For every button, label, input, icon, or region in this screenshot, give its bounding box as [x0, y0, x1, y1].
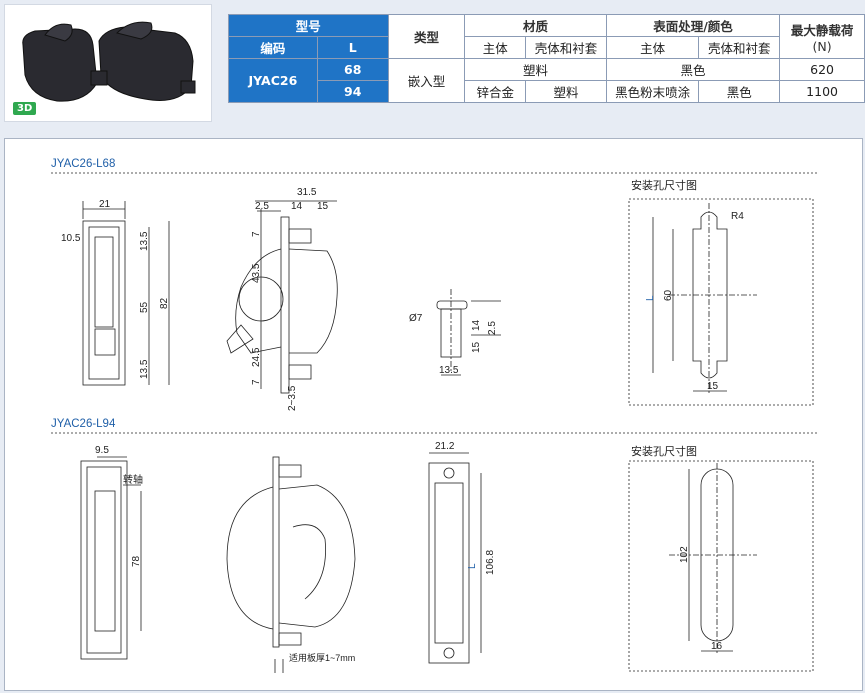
dim-phi7: Ø7 — [409, 313, 423, 324]
dim-hole-60: 60 — [663, 289, 674, 301]
finish-main-94: 黑色粉末喷涂 — [605, 80, 700, 103]
header-model: 型号 — [228, 14, 389, 37]
dim-hole-15: 15 — [707, 381, 719, 392]
dim-24-5: 24.5 — [251, 347, 262, 367]
dim-hole-L: L — [645, 295, 656, 301]
mat-68: 塑料 — [464, 58, 607, 81]
hole-title-2: 安装孔尺寸图 — [631, 444, 697, 458]
dim-7-top: 7 — [251, 231, 262, 237]
product-photo: 3D — [4, 4, 212, 122]
header-type: 类型 — [387, 14, 466, 59]
dim-15: 15 — [317, 201, 329, 212]
dim-78: 78 — [131, 555, 142, 567]
label-shaft: 转轴 — [123, 473, 143, 486]
code-cell: JYAC26 — [228, 58, 318, 103]
dim-7-bottom: 7 — [251, 379, 262, 385]
technical-drawing: JYAC26-L68 JYAC26-L94 安装孔尺寸图 安装孔尺寸图 21 1… — [4, 138, 863, 691]
spec-table: 型号 类型 材质 表面处理/颜色 最大静载荷 (N) 编码 L 主体 壳体和衬套… — [228, 14, 865, 103]
dim-hole-r4: R4 — [731, 211, 744, 222]
dim-21-2: 21.2 — [435, 441, 455, 452]
header-shell: 壳体和衬套 — [525, 36, 607, 59]
dim-13-5-bolt: 13.5 — [439, 365, 459, 376]
header-L: L — [316, 36, 389, 59]
L-94: 94 — [316, 80, 389, 103]
mat-main-94: 锌合金 — [464, 80, 527, 103]
header-load: 最大静载荷 (N) — [779, 14, 865, 59]
L-68: 68 — [316, 58, 389, 81]
header-load-label: 最大静载荷 — [790, 22, 854, 38]
dim-31-5: 31.5 — [297, 187, 317, 198]
header-main: 主体 — [464, 36, 527, 59]
dim-43-5: 43.5 — [251, 263, 262, 283]
dim-2-3-5: 2~3.5 — [287, 385, 298, 411]
header-load-unit: (N) — [812, 38, 832, 54]
header-code: 编码 — [228, 36, 318, 59]
header-shell-2: 壳体和衬套 — [698, 36, 781, 59]
dim-106-8: 106.8 — [485, 550, 496, 575]
dim-2-5-bolt: 2.5 — [487, 321, 498, 335]
dim-82: 82 — [159, 297, 170, 309]
load-94: 1100 — [779, 80, 865, 103]
mat-shell-94: 塑料 — [525, 80, 607, 103]
label-plate-thickness: 适用板厚1~7mm — [289, 652, 355, 663]
section-title-l94: JYAC26-L94 — [51, 418, 116, 430]
hole-title-1: 安装孔尺寸图 — [631, 178, 697, 192]
dim-hole-16: 16 — [711, 641, 723, 652]
dim-13-5-top: 13.5 — [139, 231, 150, 251]
section-title-l68: JYAC26-L68 — [51, 158, 115, 170]
finish-68: 黑色 — [605, 58, 781, 81]
dim-15-bolt: 15 — [471, 341, 482, 353]
header-main-2: 主体 — [605, 36, 700, 59]
header-finish: 表面处理/颜色 — [605, 14, 781, 37]
dim-14: 14 — [291, 201, 303, 212]
handle-3d-render — [22, 21, 196, 102]
dim-top-L: L — [467, 563, 478, 569]
header-material: 材质 — [464, 14, 607, 37]
dim-9-5: 9.5 — [95, 445, 109, 456]
dim-hole-102: 102 — [679, 546, 690, 563]
type-cell: 嵌入型 — [387, 58, 466, 103]
dim-55: 55 — [139, 301, 150, 313]
drawing-canvas: JYAC26-L68 JYAC26-L94 安装孔尺寸图 安装孔尺寸图 21 1… — [51, 158, 817, 673]
dim-2-5: 2.5 — [255, 201, 269, 212]
load-68: 620 — [779, 58, 865, 81]
badge-3d: 3D — [13, 102, 37, 115]
dim-14-bolt: 14 — [471, 319, 482, 331]
dim-10-5: 10.5 — [61, 233, 81, 244]
finish-shell-94: 黑色 — [698, 80, 781, 103]
dim-13-5-bottom: 13.5 — [139, 359, 150, 379]
dim-21: 21 — [99, 199, 111, 210]
